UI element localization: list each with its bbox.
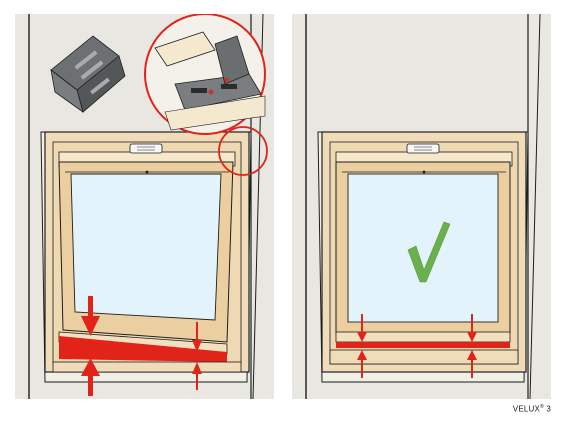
correct-installation-panel [292, 14, 551, 399]
handle-icon [129, 143, 163, 154]
uneven-gap-highlight [59, 336, 227, 362]
even-gap-highlight [336, 342, 510, 348]
window-glass [347, 173, 499, 323]
gap-arrow-right-bottom [467, 350, 477, 378]
registered-mark: ® [540, 404, 544, 410]
bracket-detail-icon [144, 14, 266, 135]
gap-arrow-left-top [357, 314, 367, 342]
corner-zoom-circle [218, 126, 268, 176]
wall-edge-right-2 [529, 14, 541, 399]
page-footer: VELUX® 3 [513, 404, 551, 414]
page-number: 3 [546, 404, 551, 414]
gap-arrow-right-top [467, 314, 477, 342]
gap-arrow-top-large [81, 296, 100, 336]
bracket-clip-icon [50, 35, 126, 113]
gap-arrow-top-small [192, 322, 202, 352]
brand-name: VELUX [512, 404, 541, 414]
handle-icon [406, 143, 440, 154]
gap-arrow-bottom-small [192, 362, 202, 390]
checkmark-icon [407, 221, 451, 283]
window-glass [70, 173, 222, 321]
gap-arrow-bottom-large [81, 358, 100, 396]
gap-arrow-left-bottom [357, 350, 367, 378]
incorrect-installation-panel [15, 14, 274, 399]
